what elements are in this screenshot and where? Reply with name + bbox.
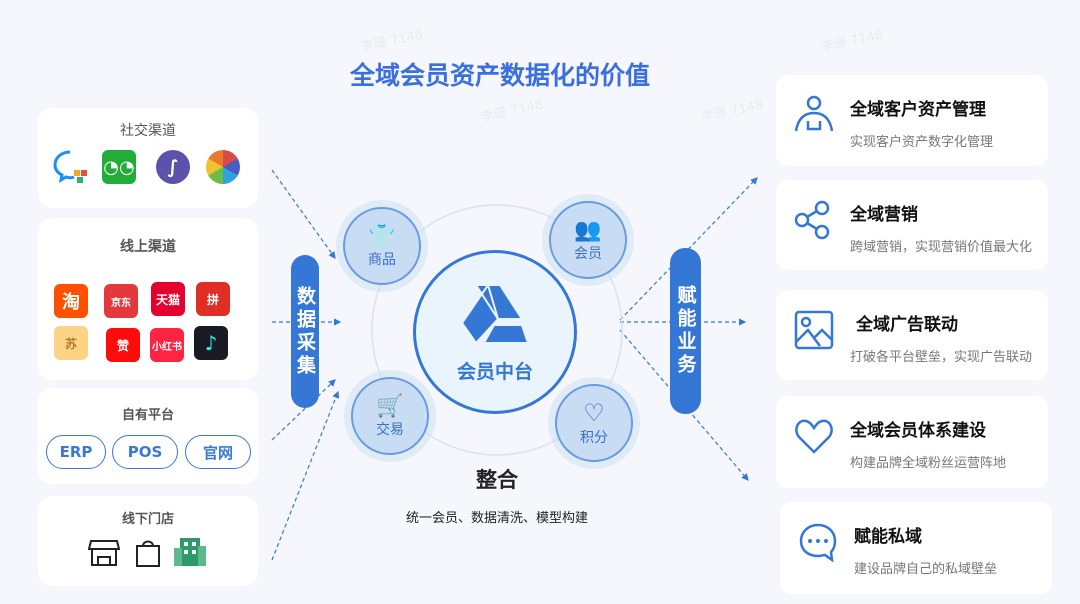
users-icon: 👥 <box>574 217 602 243</box>
card-title: 自有平台 <box>121 408 174 423</box>
shopping-bag-icon <box>136 540 160 567</box>
aperture-icon[interactable] <box>206 150 240 184</box>
offline-store-card: 线下门店 <box>38 496 258 586</box>
card-desc: 打破各平台壁垒，实现广告联动 <box>850 350 1033 365</box>
node-label: 会员 <box>574 245 602 262</box>
image-icon <box>794 310 834 350</box>
tshirt-icon: 👕 <box>368 223 396 249</box>
page-title: 全域会员资产数据化的价值 <box>349 61 650 90</box>
suning-icon[interactable]: 苏 <box>54 326 88 360</box>
pinduoduo-icon[interactable]: 拼 <box>196 282 230 316</box>
right-card-advertising: 全域广告联动 打破各平台壁垒，实现广告联动 <box>776 290 1048 380</box>
platform-logo-icon <box>462 285 530 345</box>
node-points: ♡ 积分 <box>555 384 633 462</box>
online-channels-card: 线上渠道 淘 京东 天猫 拼 苏 赞 小红书 ♪ <box>38 218 258 380</box>
node-label: 商品 <box>368 251 396 268</box>
erp-button[interactable]: ERP <box>46 435 106 469</box>
official-site-button[interactable]: 官网 <box>185 435 251 469</box>
pill-label: 赋能业务 <box>674 285 697 377</box>
chat-icon <box>799 523 837 562</box>
cart-icon: 🛒 <box>376 393 404 419</box>
card-title: 社交渠道 <box>120 123 176 139</box>
integrate-desc: 统一会员、数据清洗、模型构建 <box>405 511 588 526</box>
card-title: 全域会员体系建设 <box>850 421 986 441</box>
business-enable-pill: 赋能业务 <box>670 248 701 414</box>
heart-icon <box>795 419 833 454</box>
node-label: 积分 <box>580 430 608 446</box>
node-label: 交易 <box>376 421 404 438</box>
card-title: 线上渠道 <box>120 239 176 255</box>
card-desc: 建设品牌自己的私域壁垒 <box>854 562 998 577</box>
xiaohongshu-icon[interactable]: 小红书 <box>150 328 184 362</box>
node-member: 👥 会员 <box>549 201 627 279</box>
wechat-icon[interactable]: ◔◔ <box>102 150 136 184</box>
card-title: 全域客户资产管理 <box>850 100 986 120</box>
card-title: 赋能私域 <box>854 527 922 547</box>
building-icon <box>174 538 206 566</box>
right-card-membership: 全域会员体系建设 构建品牌全域粉丝运营阵地 <box>776 396 1048 488</box>
taobao-icon[interactable]: 淘 <box>54 284 88 318</box>
store-icon <box>88 540 120 566</box>
card-desc: 构建品牌全域粉丝运营阵地 <box>850 456 1007 471</box>
card-desc: 实现客户资产数字化管理 <box>850 135 994 150</box>
jd-icon[interactable]: 京东 <box>104 284 138 318</box>
right-card-marketing: 全域营销 跨域营销，实现营销价值最大化 <box>776 180 1048 270</box>
integrate-heading: 整合 <box>476 468 518 492</box>
card-desc: 跨域营销，实现营销价值最大化 <box>850 240 1033 255</box>
thumbs-up-app-icon[interactable]: 赞 <box>106 328 140 362</box>
member-platform-hub: 会员中台 <box>413 250 577 414</box>
card-title: 全域广告联动 <box>856 315 958 335</box>
data-collection-pill: 数据采集 <box>291 255 319 408</box>
pos-button[interactable]: POS <box>112 435 178 469</box>
share-icon <box>794 200 830 240</box>
pill-label: 数据采集 <box>294 285 316 378</box>
social-channels-card: 社交渠道 ◔◔ ∫ <box>38 108 258 208</box>
right-card-private-domain: 赋能私域 建设品牌自己的私域壁垒 <box>780 502 1052 594</box>
card-title: 全域营销 <box>850 205 918 225</box>
card-title: 线下门店 <box>121 512 174 527</box>
tmall-icon[interactable]: 天猫 <box>151 282 185 316</box>
user-icon <box>794 95 834 132</box>
right-card-customer-assets: 全域客户资产管理 实现客户资产数字化管理 <box>776 75 1048 166</box>
mini-program-icon[interactable]: ∫ <box>156 150 190 184</box>
tiktok-icon[interactable]: ♪ <box>194 326 228 360</box>
node-goods: 👕 商品 <box>343 207 421 285</box>
node-transaction: 🛒 交易 <box>351 377 429 455</box>
hub-label: 会员中台 <box>456 361 533 383</box>
enterprise-wechat-icon[interactable] <box>52 148 90 186</box>
heart-icon: ♡ <box>583 399 605 427</box>
